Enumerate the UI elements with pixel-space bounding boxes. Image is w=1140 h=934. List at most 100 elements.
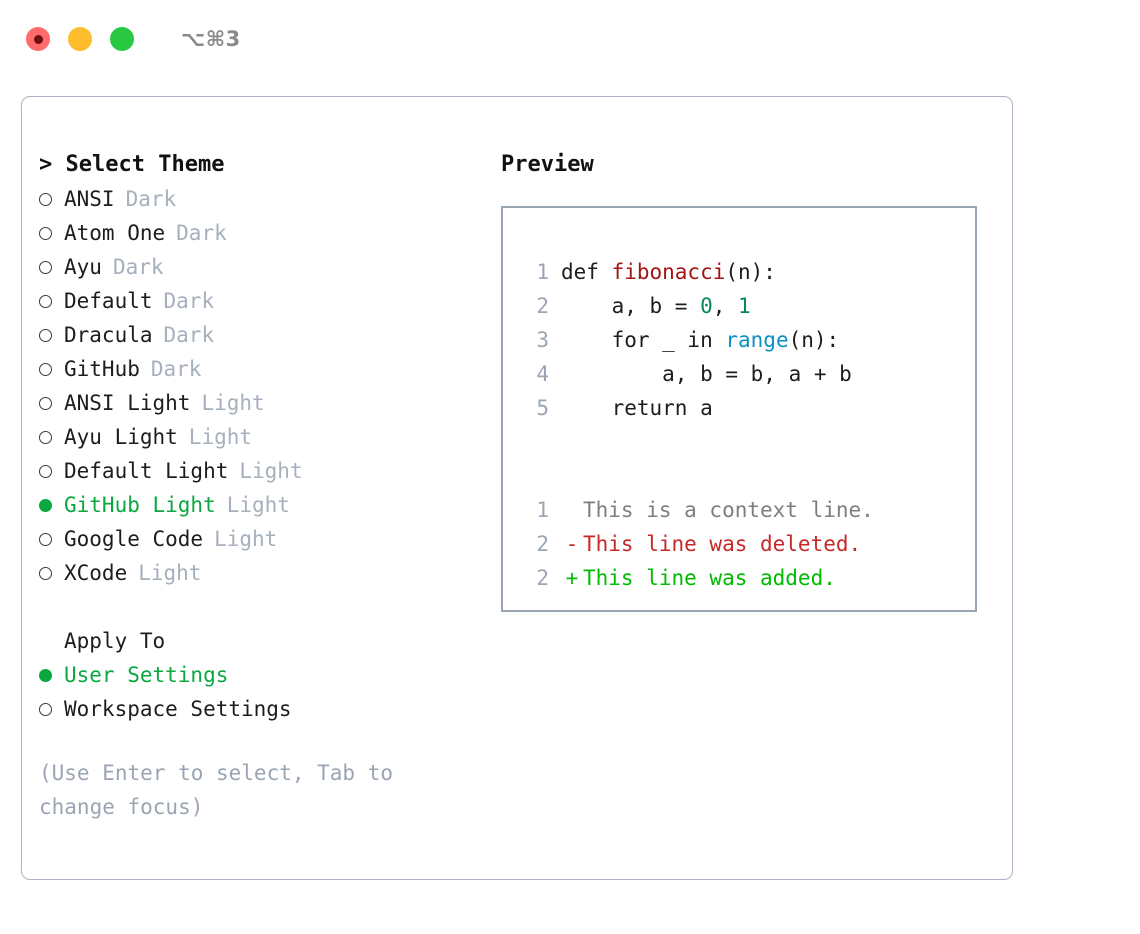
code-token: (n): bbox=[725, 260, 776, 284]
line-number: 3 bbox=[536, 328, 549, 352]
radio-unselected-icon bbox=[39, 430, 52, 444]
theme-option-xcode[interactable]: XCode Light bbox=[39, 556, 469, 590]
theme-option-label: Dracula bbox=[64, 323, 153, 347]
code-token: a, b = bbox=[561, 294, 701, 318]
radio-unselected-icon bbox=[39, 226, 52, 240]
code-token-function: fibonacci bbox=[611, 260, 726, 284]
apply-to-label: User Settings bbox=[64, 663, 229, 687]
window-controls bbox=[26, 27, 134, 51]
theme-option-label: Atom One bbox=[64, 221, 166, 245]
theme-option-ansi-light[interactable]: ANSI Light Light bbox=[39, 386, 469, 420]
radio-unselected-icon bbox=[39, 464, 52, 478]
apply-to-header: Apply To bbox=[64, 629, 166, 653]
line-number: 2 bbox=[536, 532, 549, 556]
code-token-call: range bbox=[725, 328, 789, 352]
theme-option-ayu-light[interactable]: Ayu Light Light bbox=[39, 420, 469, 454]
radio-selected-icon bbox=[39, 498, 52, 512]
keyboard-hint-text: (Use Enter to select, Tab to change focu… bbox=[39, 761, 406, 819]
line-number: 1 bbox=[536, 260, 549, 284]
diff-text: This is a context line. bbox=[583, 498, 874, 522]
theme-option-tag: Dark bbox=[176, 221, 227, 245]
main-panel: > Select Theme ANSI Dark Atom One Dark A… bbox=[21, 96, 1013, 880]
radio-unselected-icon bbox=[39, 192, 52, 206]
theme-option-dracula[interactable]: Dracula Dark bbox=[39, 318, 469, 352]
preview-box: 1 def fibonacci(n): 2 a, b = 0, 1 3 for … bbox=[501, 206, 977, 612]
code-token-number: 1 bbox=[738, 294, 751, 318]
radio-unselected-icon bbox=[39, 260, 52, 274]
diff-text: This line was deleted. bbox=[583, 532, 862, 556]
radio-unselected-icon bbox=[39, 362, 52, 376]
apply-to-workspace-settings[interactable]: Workspace Settings bbox=[39, 692, 469, 726]
theme-option-default-light[interactable]: Default Light Light bbox=[39, 454, 469, 488]
theme-picker-column: > Select Theme ANSI Dark Atom One Dark A… bbox=[39, 148, 469, 824]
radio-selected-icon bbox=[39, 668, 52, 682]
select-theme-header: > Select Theme bbox=[39, 148, 469, 182]
radio-unselected-icon bbox=[39, 532, 52, 546]
theme-option-label: XCode bbox=[64, 561, 128, 585]
preview-title: Preview bbox=[501, 152, 594, 177]
theme-option-label: Default bbox=[64, 289, 153, 313]
code-line: 1 def fibonacci(n): bbox=[503, 255, 975, 289]
prompt-caret-icon: > bbox=[39, 152, 53, 177]
code-token-number: 0 bbox=[700, 294, 713, 318]
line-number: 4 bbox=[536, 362, 549, 386]
section-spacer bbox=[39, 590, 469, 624]
apply-to-label: Workspace Settings bbox=[64, 697, 292, 721]
theme-option-label: ANSI bbox=[64, 187, 115, 211]
keyboard-shortcut-label: ⌥⌘3 bbox=[181, 27, 241, 51]
theme-option-label: ANSI Light bbox=[64, 391, 191, 415]
theme-option-tag: Light bbox=[226, 493, 290, 517]
theme-option-tag: Dark bbox=[112, 255, 164, 279]
select-theme-title: Select Theme bbox=[65, 152, 225, 177]
diff-sign: + bbox=[565, 566, 579, 590]
theme-option-google-code[interactable]: Google Code Light bbox=[39, 522, 469, 556]
theme-option-label: Default Light bbox=[64, 459, 229, 483]
theme-option-ansi[interactable]: ANSI Dark bbox=[39, 182, 469, 216]
preview-column: Preview 1 def fibonacci(n): 2 a, b = 0, … bbox=[501, 148, 991, 612]
diff-sign bbox=[561, 493, 583, 527]
close-button[interactable] bbox=[26, 27, 50, 51]
theme-option-tag: Dark bbox=[125, 187, 177, 211]
theme-option-github[interactable]: GitHub Dark bbox=[39, 352, 469, 386]
radio-unselected-icon bbox=[39, 396, 52, 410]
theme-option-label: Ayu bbox=[64, 255, 102, 279]
code-line: 3 for _ in range(n): bbox=[503, 323, 975, 357]
theme-option-label: GitHub bbox=[64, 357, 140, 381]
title-bar: ⌥⌘3 bbox=[0, 0, 1140, 78]
code-line: 2 a, b = 0, 1 bbox=[503, 289, 975, 323]
diff-line-context: 1 This is a context line. bbox=[503, 493, 975, 527]
radio-unselected-icon bbox=[39, 294, 52, 308]
theme-option-tag: Light bbox=[201, 391, 265, 415]
line-number: 2 bbox=[536, 294, 549, 318]
code-token: def bbox=[561, 260, 612, 284]
diff-separator bbox=[503, 425, 975, 459]
maximize-button[interactable] bbox=[110, 27, 134, 51]
theme-option-ayu[interactable]: Ayu Dark bbox=[39, 250, 469, 284]
theme-option-default[interactable]: Default Dark bbox=[39, 284, 469, 318]
code-text: a, b = 0, 1 bbox=[561, 289, 751, 323]
diff-text: This line was added. bbox=[583, 566, 836, 590]
theme-option-label: Google Code bbox=[64, 527, 204, 551]
theme-option-tag: Light bbox=[239, 459, 303, 483]
theme-option-label: Ayu Light bbox=[64, 425, 178, 449]
diff-sign: - bbox=[565, 532, 579, 556]
radio-unselected-icon bbox=[39, 328, 52, 342]
line-number: 2 bbox=[536, 566, 549, 590]
diff-line-deleted: 2 - This line was deleted. bbox=[503, 527, 975, 561]
code-token: , bbox=[712, 294, 739, 318]
code-token: (n): bbox=[788, 328, 840, 352]
line-number: 5 bbox=[536, 396, 549, 420]
radio-unselected-icon bbox=[39, 566, 52, 580]
minimize-button[interactable] bbox=[68, 27, 92, 51]
theme-option-tag: Light bbox=[138, 561, 202, 585]
theme-option-atom-one[interactable]: Atom One Dark bbox=[39, 216, 469, 250]
apply-to-user-settings[interactable]: User Settings bbox=[39, 658, 469, 692]
theme-option-github-light[interactable]: GitHub Light Light bbox=[39, 488, 469, 522]
code-line: 5 return a bbox=[503, 391, 975, 425]
code-line: 4 a, b = b, a + b bbox=[503, 357, 975, 391]
diff-line-added: 2 + This line was added. bbox=[503, 561, 975, 595]
recording-indicator-icon bbox=[33, 34, 43, 44]
theme-option-tag: Dark bbox=[163, 289, 215, 313]
code-text: a, b = b, a + b bbox=[561, 362, 852, 386]
